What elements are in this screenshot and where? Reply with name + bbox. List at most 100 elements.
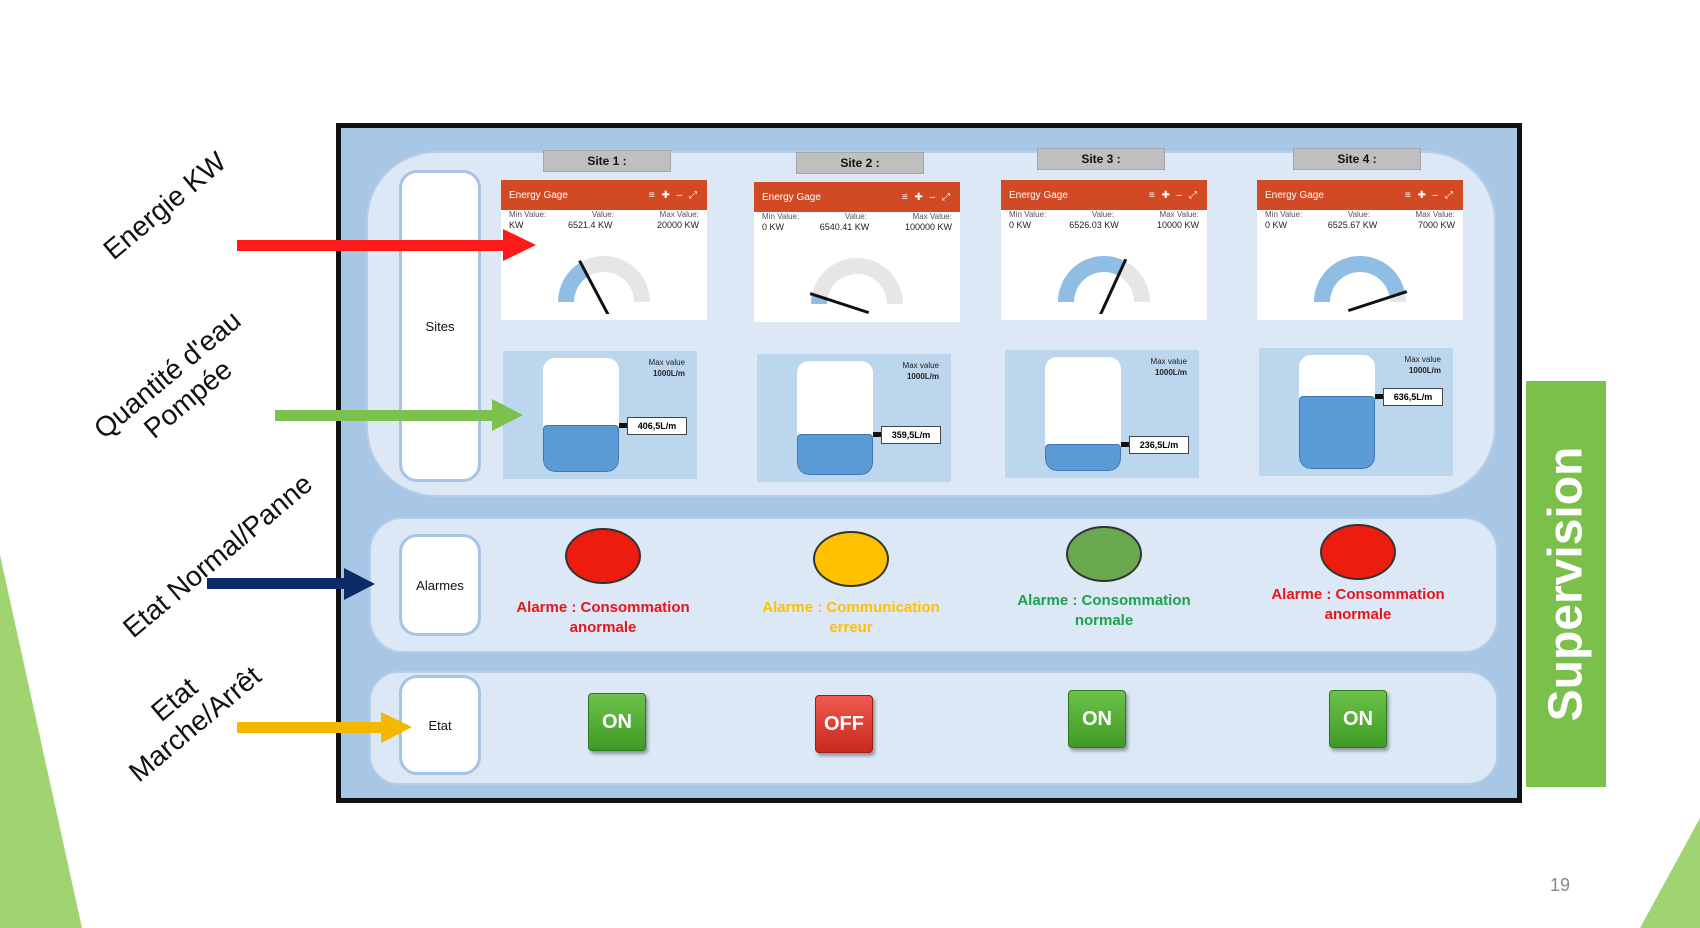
tank-level-marker — [873, 432, 885, 437]
site-1-gauge-dial — [558, 256, 650, 314]
site-3-water-tank: Max value 1000L/m 236,5L/m — [1005, 350, 1199, 478]
gauge-needle — [1099, 258, 1128, 314]
site-3-alarm-indicator — [1066, 526, 1142, 582]
site-1-gage-header: Energy Gage≡ ✚ ‒ ⤢ — [501, 180, 707, 210]
tank-level — [543, 425, 619, 472]
gauge-needle — [578, 259, 610, 314]
site-4-energy-gage: Energy Gage≡ ✚ ‒ ⤢Min Value:Value:Max Va… — [1257, 180, 1463, 320]
value-label: Value: — [844, 212, 867, 221]
site-1-tank-value: 406,5L/m — [627, 417, 687, 435]
site-2-alarm-text: Alarme : Communication erreur — [751, 598, 951, 638]
alarm-text-line2: anormale — [569, 619, 637, 636]
site-2-tank-value: 359,5L/m — [881, 426, 941, 444]
site-3-gauge-dial — [1058, 256, 1150, 314]
supervision-title: Supervision — [1539, 446, 1593, 722]
site-3-tank-value: 236,5L/m — [1129, 436, 1189, 454]
min-value-label: Min Value: — [1265, 210, 1303, 219]
site-4-gage-title: Energy Gage — [1265, 189, 1324, 201]
site-2-max-value: 100000 KW — [904, 222, 952, 232]
gauge-track — [811, 258, 903, 304]
site-2-current-value: 6540.41 KW — [819, 222, 870, 232]
site-1-gage-labels: Min Value:Value:Max Value: — [501, 210, 707, 219]
tank-level-marker — [1375, 394, 1387, 399]
site-2-gage-header: Energy Gage ≡ ✚ ‒ ⤢ — [754, 182, 960, 212]
site-1-alarm-indicator — [565, 528, 641, 584]
site-2-state-button[interactable]: OFF — [815, 695, 873, 753]
site-3-max-value: 10000 KW — [1156, 220, 1199, 230]
left-corner-triangle — [0, 555, 82, 928]
site-1-state-button[interactable]: ON — [588, 693, 646, 751]
tank-level — [1045, 444, 1121, 471]
value-label: Value: — [591, 210, 614, 219]
site-1-alarm-text: Alarme : Consommation anormale — [503, 598, 703, 638]
sites-row-label: Sites — [399, 170, 481, 482]
alarm-text-line1: Alarme : Communication — [762, 599, 940, 616]
value-label: Value: — [1347, 210, 1370, 219]
site-2-alarm-indicator — [813, 531, 889, 587]
gauge-needle — [809, 292, 870, 315]
alarm-text-line2: erreur — [829, 619, 873, 636]
site-2-min-value: 0 KW — [762, 222, 785, 232]
site-4-gage-tools-icon[interactable]: ≡ ✚ ‒ ⤢ — [1404, 189, 1455, 201]
tank-body — [1299, 355, 1375, 469]
site-2-gage-tools-icon[interactable]: ≡ ✚ ‒ ⤢ — [901, 191, 952, 203]
site-2-gage-title: Energy Gage — [762, 191, 821, 203]
site-3-title: Site 3 : — [1037, 148, 1165, 170]
site-3-energy-gage: Energy Gage≡ ✚ ‒ ⤢Min Value:Value:Max Va… — [1001, 180, 1207, 320]
tank-level-marker — [619, 423, 631, 428]
value-label: Value: — [1091, 210, 1114, 219]
site-4-gage-header: Energy Gage ≡ ✚ ‒ ⤢ — [1257, 180, 1463, 210]
site-2-title: Site 2 : — [796, 152, 924, 174]
site-1-max-value: 20000 KW — [656, 220, 699, 230]
tank-max-label: Max value — [1150, 357, 1187, 366]
site-3-min-value: 0 KW — [1009, 220, 1032, 230]
site-2-energy-gage: Energy Gage≡ ✚ ‒ ⤢Min Value:Value:Max Va… — [754, 182, 960, 322]
right-corner-triangle — [1640, 818, 1700, 928]
tank-max-label: Max value — [902, 361, 939, 370]
tank-max-value: Max value 1000L/m — [1151, 356, 1187, 378]
site-4-current-value: 6525.67 KW — [1327, 220, 1378, 230]
state-panel — [369, 671, 1498, 785]
site-3-gage-tools-icon[interactable]: ≡ ✚ ‒ ⤢ — [1148, 189, 1199, 201]
state-row-label: Etat — [399, 675, 481, 775]
tank-max-value: Max value 1000L/m — [1405, 354, 1441, 376]
site-3-gage-header: Energy Gage≡ ✚ ‒ ⤢ — [1001, 180, 1207, 210]
gauge-fill — [1314, 256, 1405, 302]
site-4-gauge-dial — [1314, 256, 1408, 313]
site-1-title: Site 1 : — [543, 150, 671, 172]
tank-max-number: 1000L/m — [1154, 368, 1187, 378]
site-3-current-value: 6526.03 KW — [1069, 220, 1119, 230]
tank-max-number: 1000L/m — [1408, 366, 1441, 376]
tank-level-marker — [1121, 442, 1133, 447]
site-3-gage-values: 0 KW 6526.03 KW 10000 KW — [1001, 220, 1207, 230]
tank-level — [797, 434, 873, 475]
tank-max-label: Max value — [1404, 355, 1441, 364]
tank-level — [1299, 396, 1375, 469]
site-1-min-value: KW — [509, 220, 524, 230]
alarm-text-line1: Alarme : Consommation — [516, 599, 690, 616]
min-value-label: Min Value: — [509, 210, 547, 219]
site-4-alarm-indicator — [1320, 524, 1396, 580]
tank-max-number: 1000L/m — [652, 369, 685, 379]
site-3-state-button[interactable]: ON — [1068, 690, 1126, 748]
min-value-label: Min Value: — [762, 212, 800, 221]
site-2-gauge-dial — [809, 258, 903, 315]
site-4-state-button[interactable]: ON — [1329, 690, 1387, 748]
alarm-text-line2: normale — [1074, 612, 1134, 629]
site-4-title: Site 4 : — [1293, 148, 1421, 170]
site-1-gage-tools-icon[interactable]: ≡ ✚ ‒ ⤢ — [648, 189, 699, 201]
max-value-label: Max Value: — [1159, 210, 1199, 219]
site-1-energy-gage: Energy Gage≡ ✚ ‒ ⤢Min Value:Value:Max Va… — [501, 180, 707, 320]
site-4-min-value: 0 KW — [1265, 220, 1288, 230]
alarm-text-line1: Alarme : Consommation — [1017, 592, 1191, 609]
gauge-fill — [1058, 256, 1125, 302]
gauge-fill — [558, 262, 589, 302]
